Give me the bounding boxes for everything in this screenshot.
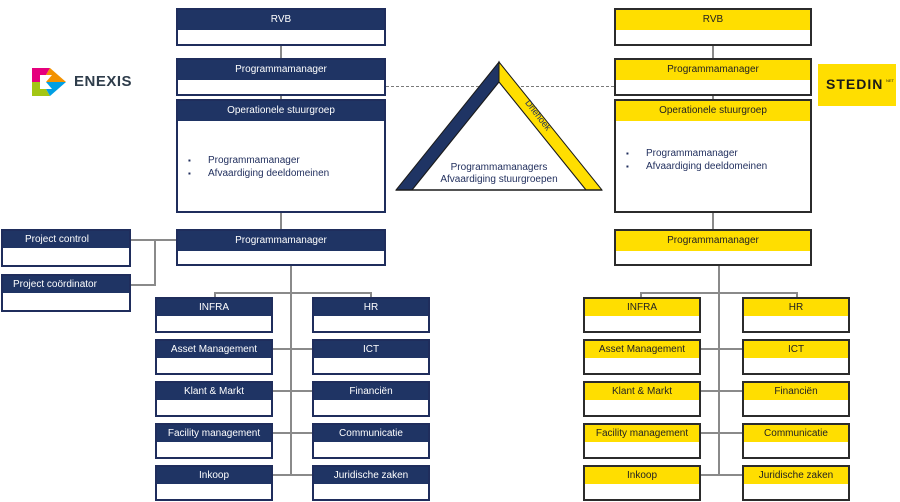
project-coordinator-box: Project coördinator: [1, 274, 131, 312]
left-programmamanager-top-box: Programmamanager: [176, 58, 386, 96]
project-control-title: Project control: [3, 231, 129, 248]
right-domain-box: Facility management: [583, 423, 701, 459]
left-domain-box: Facility management: [155, 423, 273, 459]
right-domain-title: Klant & Markt: [585, 383, 699, 400]
right-domain-title: INFRA: [585, 299, 699, 316]
right-domain-title: Financiën: [744, 383, 848, 400]
connector-left-tree-h2: [271, 390, 313, 392]
enexis-logo-icon: [32, 68, 66, 96]
connector-left-sg: [280, 212, 282, 230]
stedin-logo: STEDIN NET: [818, 64, 896, 106]
right-domain-box: Klant & Markt: [583, 381, 701, 417]
left-domain-box: HR: [312, 297, 430, 333]
right-stuurgroep-title: Operationele stuurgroep: [616, 101, 810, 121]
right-stuurgroep-item: Afvaardiging deeldomeinen: [626, 160, 810, 173]
connector-right-tree-top-r: [796, 292, 798, 298]
left-domain-title: ICT: [314, 341, 428, 358]
connector-left-tree-top-r: [370, 292, 372, 298]
connector-left-top: [280, 45, 282, 59]
left-domain-title: Financiën: [314, 383, 428, 400]
triangle-text-line: Afvaardiging stuurgroepen: [440, 174, 558, 185]
connector-left-tree-top-l: [214, 292, 216, 298]
right-rvb-title: RVB: [616, 10, 810, 30]
left-domain-title: Facility management: [157, 425, 271, 442]
enexis-logo-text: ENEXIS: [74, 73, 133, 90]
right-domain-box: Communicatie: [742, 423, 850, 459]
connector-right-top: [712, 45, 714, 59]
stedin-logo-sup: NET: [886, 78, 894, 83]
left-domain-box: Klant & Markt: [155, 381, 273, 417]
right-rvb-box: RVB: [614, 8, 812, 46]
right-domain-title: Communicatie: [744, 425, 848, 442]
connector-right-tree-h1: [699, 348, 743, 350]
right-domain-title: Juridische zaken: [744, 467, 848, 484]
left-domain-title: Asset Management: [157, 341, 271, 358]
right-programmamanager-box: Programmamanager: [614, 229, 812, 266]
connector-staff-v: [154, 239, 156, 285]
left-domain-title: Communicatie: [314, 425, 428, 442]
connector-left-tree-h4: [271, 474, 313, 476]
right-domain-box: Financiën: [742, 381, 850, 417]
right-programmamanager-top-box: Programmamanager: [614, 58, 812, 96]
connector-right-tree-h3: [699, 432, 743, 434]
right-domain-box: Asset Management: [583, 339, 701, 375]
connector-right-mid: [712, 95, 714, 100]
connector-right-tree-h4: [699, 474, 743, 476]
left-rvb-title: RVB: [178, 10, 384, 30]
right-programmamanager-title: Programmamanager: [616, 231, 810, 251]
connector-right-tree-top-l: [640, 292, 642, 298]
right-stuurgroep-item: Programmamanager: [626, 147, 810, 160]
connector-left-tree: [290, 265, 292, 474]
left-domain-box: Juridische zaken: [312, 465, 430, 501]
left-stuurgroep-box: Operationele stuurgroep Programmamanager…: [176, 99, 386, 213]
stedin-logo-text: STEDIN: [826, 76, 884, 92]
right-domain-title: Inkoop: [585, 467, 699, 484]
connector-staff-h2: [130, 284, 156, 286]
left-domain-box: Financiën: [312, 381, 430, 417]
right-domain-box: Juridische zaken: [742, 465, 850, 501]
left-programmamanager-box: Programmamanager: [176, 229, 386, 266]
right-domain-title: Facility management: [585, 425, 699, 442]
left-stuurgroep-title: Operationele stuurgroep: [178, 101, 384, 121]
left-domain-title: Juridische zaken: [314, 467, 428, 484]
right-domain-title: ICT: [744, 341, 848, 358]
left-domain-title: Klant & Markt: [157, 383, 271, 400]
left-programmamanager-title: Programmamanager: [178, 231, 384, 251]
project-control-box: Project control: [1, 229, 131, 267]
right-domain-box: HR: [742, 297, 850, 333]
left-domain-box: Asset Management: [155, 339, 273, 375]
connector-right-tree: [718, 265, 720, 474]
right-programmamanager-top-title: Programmamanager: [616, 60, 810, 80]
right-domain-box: Inkoop: [583, 465, 701, 501]
left-domain-box: ICT: [312, 339, 430, 375]
enexis-logo: ENEXIS: [30, 64, 150, 100]
left-rvb-box: RVB: [176, 8, 386, 46]
connector-staff-h1: [130, 239, 176, 241]
project-coordinator-title: Project coördinator: [3, 276, 129, 293]
connector-right-tree-top: [640, 292, 798, 294]
connector-left-tree-h1: [271, 348, 313, 350]
right-stuurgroep-box: Operationele stuurgroep Programmamanager…: [614, 99, 812, 213]
left-domain-box: Communicatie: [312, 423, 430, 459]
left-programmamanager-top-title: Programmamanager: [178, 60, 384, 80]
connector-left-tree-top: [214, 292, 371, 294]
triangle-text-line: Programmamanagers: [450, 162, 548, 173]
triangle-text: Programmamanagers Afvaardiging stuurgroe…: [419, 162, 579, 186]
right-domain-title: Asset Management: [585, 341, 699, 358]
left-domain-title: Inkoop: [157, 467, 271, 484]
left-domain-title: INFRA: [157, 299, 271, 316]
left-stuurgroep-item: Programmamanager: [188, 154, 384, 167]
left-domain-title: HR: [314, 299, 428, 316]
right-domain-box: ICT: [742, 339, 850, 375]
left-domain-box: INFRA: [155, 297, 273, 333]
connector-left-tree-h3: [271, 432, 313, 434]
right-domain-title: HR: [744, 299, 848, 316]
right-domain-box: INFRA: [583, 297, 701, 333]
connector-right-sg: [712, 212, 714, 230]
connector-left-mid: [280, 95, 282, 100]
left-domain-box: Inkoop: [155, 465, 273, 501]
connector-right-tree-h2: [699, 390, 743, 392]
left-stuurgroep-item: Afvaardiging deeldomeinen: [188, 167, 384, 180]
triangle-diagram: [394, 60, 604, 191]
